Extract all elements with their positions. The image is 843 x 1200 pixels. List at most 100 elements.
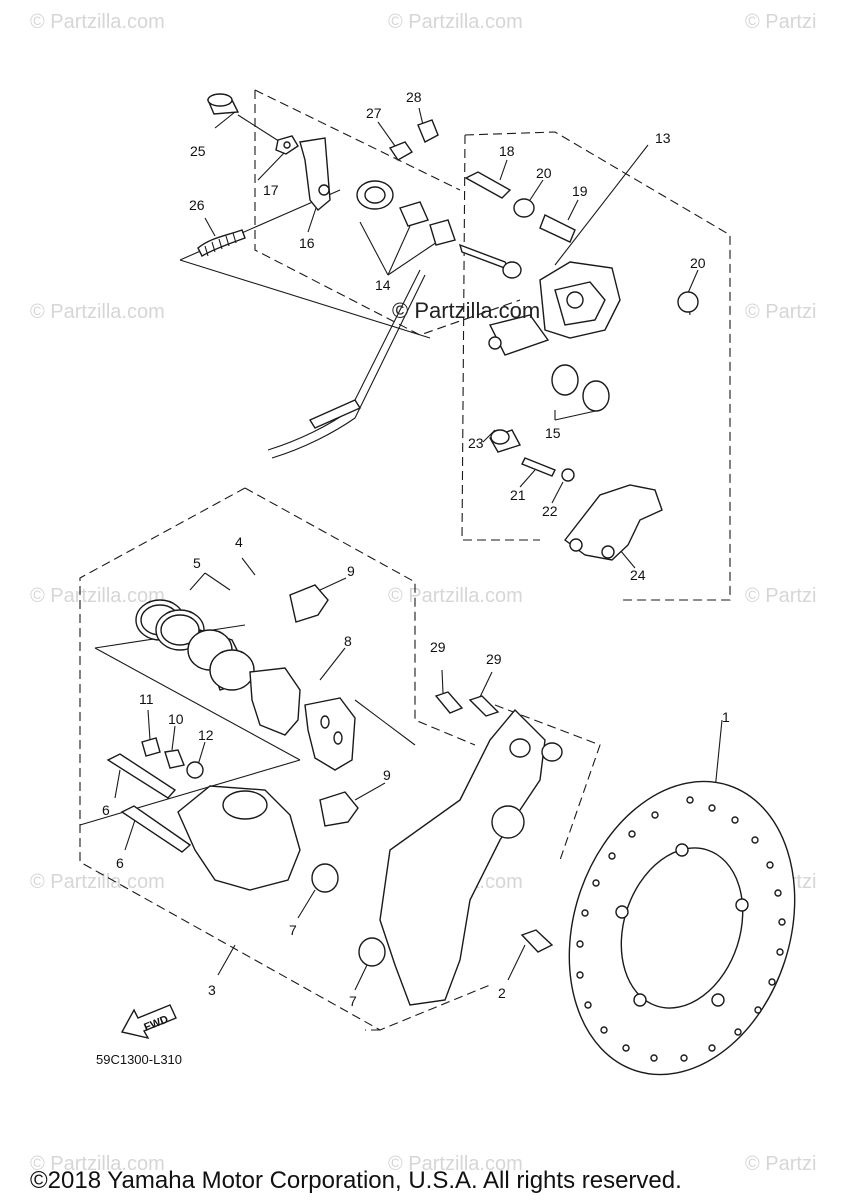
callout-18: 18 bbox=[499, 143, 515, 159]
boot-7b bbox=[358, 937, 386, 967]
screw-28 bbox=[417, 119, 439, 143]
callout-1: 1 bbox=[722, 709, 730, 725]
watermark: © Partzilla.com bbox=[388, 1153, 523, 1175]
brake-pad-8a bbox=[249, 667, 301, 736]
pad-spring-9-bottom bbox=[319, 791, 359, 827]
fitting-12 bbox=[186, 761, 204, 779]
bolt-18 bbox=[464, 171, 512, 199]
lower-bracket-outline bbox=[365, 704, 601, 1031]
callout-26: 26 bbox=[189, 197, 205, 213]
cap-25 bbox=[206, 93, 240, 115]
spring-14 bbox=[399, 201, 429, 227]
pad-spring-9-top bbox=[289, 584, 329, 623]
caliper-parts bbox=[106, 584, 386, 967]
leader-lines bbox=[79, 107, 723, 991]
callout-16: 16 bbox=[299, 235, 315, 251]
watermark: © Partzi bbox=[745, 301, 816, 323]
pin-bolt-6a bbox=[106, 753, 177, 799]
watermark: © Partzilla.com bbox=[30, 871, 165, 893]
callout-8: 8 bbox=[344, 633, 352, 649]
callout-4: 4 bbox=[235, 534, 243, 550]
watermark: © Partzi bbox=[745, 585, 816, 607]
center-watermark: © Partzilla.com bbox=[392, 298, 540, 323]
watermark: © Partzi bbox=[745, 1153, 816, 1175]
callout-20: 20 bbox=[690, 255, 706, 271]
caliper-body-3 bbox=[177, 785, 301, 891]
bleed-screw-10 bbox=[164, 749, 185, 769]
watermark: © Partzilla.com bbox=[388, 11, 523, 33]
bolt-21 bbox=[521, 457, 556, 477]
cable-bracket-group-outline bbox=[254, 89, 521, 336]
callout-15: 15 bbox=[545, 425, 561, 441]
disc-bolt-2 bbox=[520, 929, 554, 953]
callout-29: 29 bbox=[430, 639, 446, 655]
disc-mount-holes bbox=[615, 843, 749, 1007]
callout-7: 7 bbox=[289, 922, 297, 938]
callout-12: 12 bbox=[198, 727, 214, 743]
piston-seal-15 bbox=[551, 364, 579, 396]
watermark: © Partzilla.com bbox=[388, 585, 523, 607]
bolt-29a bbox=[434, 691, 464, 714]
callout-20: 20 bbox=[536, 165, 552, 181]
watermark: © Partzilla.com bbox=[30, 1153, 165, 1175]
diagram-code: 59C1300-L310 bbox=[96, 1052, 182, 1067]
brake-disc-1 bbox=[568, 780, 796, 1076]
rear-caliper-13 bbox=[464, 171, 699, 561]
disc-holes bbox=[576, 796, 786, 1062]
callout-23: 23 bbox=[468, 435, 484, 451]
callout-labels: 1 2 3 4 5 6 6 7 7 8 9 9 10 11 12 13 14 1… bbox=[102, 89, 730, 1009]
watermark: © Partzi bbox=[745, 11, 816, 33]
callout-6: 6 bbox=[116, 855, 124, 871]
washer-22 bbox=[561, 468, 575, 482]
cable-bracket-16 bbox=[299, 137, 331, 211]
callout-29: 29 bbox=[486, 651, 502, 667]
callout-28: 28 bbox=[406, 89, 422, 105]
shaft-14 bbox=[458, 243, 512, 272]
callout-6: 6 bbox=[102, 802, 110, 818]
watermark: © Partzilla.com bbox=[30, 585, 165, 607]
callout-24: 24 bbox=[630, 567, 646, 583]
fwd-arrow: FWD bbox=[120, 1004, 177, 1040]
callout-3: 3 bbox=[208, 982, 216, 998]
watermark: © Partzilla.com bbox=[30, 301, 165, 323]
caliper-bracket-24 bbox=[564, 484, 663, 561]
brake-pad-8b bbox=[304, 697, 356, 771]
callout-2: 2 bbox=[498, 985, 506, 1001]
callout-7: 7 bbox=[349, 993, 357, 1009]
callout-9: 9 bbox=[347, 563, 355, 579]
caliper-support-bracket bbox=[379, 691, 563, 1006]
callout-10: 10 bbox=[168, 711, 184, 727]
callout-22: 22 bbox=[542, 503, 558, 519]
boot-20-right bbox=[677, 291, 699, 313]
callout-9: 9 bbox=[383, 767, 391, 783]
callout-14: 14 bbox=[375, 277, 391, 293]
front-caliper-assembly-outline bbox=[79, 487, 491, 1031]
bolt-29b bbox=[468, 695, 500, 717]
callout-17: 17 bbox=[263, 182, 279, 198]
pin-bolt-6b bbox=[120, 805, 192, 853]
copyright-notice: ©2018 Yamaha Motor Corporation, U.S.A. A… bbox=[30, 1167, 682, 1194]
piston-15 bbox=[582, 380, 610, 412]
pin-27 bbox=[388, 141, 414, 161]
sleeve-19 bbox=[539, 214, 576, 243]
callout-13: 13 bbox=[655, 130, 671, 146]
watermark: © Partzilla.com bbox=[30, 11, 165, 33]
callout-5: 5 bbox=[193, 555, 201, 571]
nut-14 bbox=[429, 219, 456, 246]
watermark-layer: © Partzilla.com © Partzilla.com © Partzi… bbox=[30, 11, 816, 1175]
cable-bracket-parts bbox=[197, 93, 522, 279]
callout-11: 11 bbox=[139, 691, 154, 707]
boot-20 bbox=[513, 198, 535, 218]
assembly-outlines bbox=[79, 89, 731, 1031]
spring-26 bbox=[197, 229, 246, 257]
rear-caliper-assembly-outline bbox=[461, 131, 731, 601]
bleed-cap-11 bbox=[141, 737, 161, 757]
callout-25: 25 bbox=[190, 143, 206, 159]
callout-19: 19 bbox=[572, 183, 588, 199]
boot-7a bbox=[311, 863, 339, 893]
brake-cable bbox=[267, 269, 426, 459]
callout-27: 27 bbox=[366, 105, 382, 121]
callout-21: 21 bbox=[510, 487, 526, 503]
